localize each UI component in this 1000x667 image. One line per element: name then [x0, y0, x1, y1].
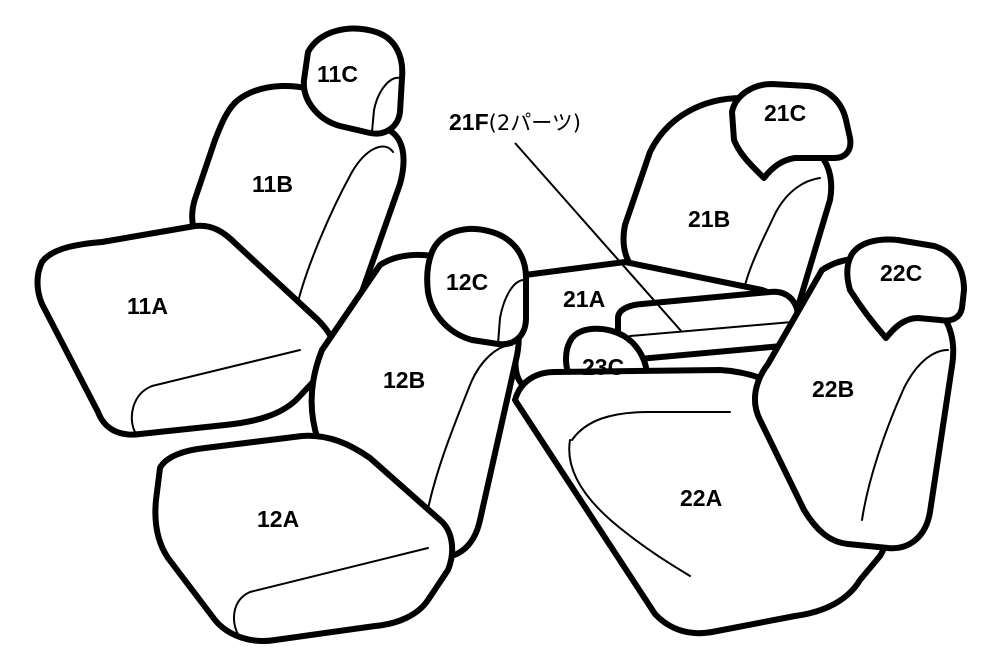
part-labels: 11C 11B 11A 12C 12B 12A 21C 21B 21A 23C …: [127, 61, 922, 532]
label-11A: 11A: [127, 293, 168, 319]
label-12B: 12B: [383, 367, 425, 393]
callout-21F-code: 21F: [449, 109, 489, 135]
label-21C: 21C: [764, 100, 806, 126]
label-21A: 21A: [563, 286, 605, 312]
part-21B-side-seam: [743, 177, 821, 291]
part-12A-front-seam: [233, 547, 429, 639]
label-11B: 11B: [252, 171, 293, 197]
part-11A-front-seam: [130, 349, 301, 433]
label-12C: 12C: [446, 269, 488, 295]
part-11C-shape: [300, 25, 406, 137]
callout-21F-leader-line: [514, 142, 683, 333]
callout-21F-text: 21F(2パーツ): [449, 109, 581, 135]
label-12A: 12A: [257, 506, 299, 532]
part-12A-shape: [152, 432, 456, 644]
label-22A: 22A: [680, 485, 722, 511]
label-23C: 23C: [582, 354, 624, 380]
label-22C: 22C: [880, 260, 922, 286]
part-22A-side-seam: [571, 411, 731, 441]
part-22C-shape: [844, 236, 967, 341]
seat-11: [34, 25, 407, 438]
part-11C-side-seam: [371, 76, 401, 133]
part-22A-front-seam: [568, 439, 691, 577]
seat-12: [152, 225, 529, 644]
callout-21F-note: (2パーツ): [489, 111, 581, 135]
label-21B: 21B: [688, 206, 730, 232]
part-21C-shape: [729, 81, 854, 181]
label-22B: 22B: [812, 376, 854, 402]
callout-21F: 21F(2パーツ): [449, 109, 683, 333]
part-22B-side-seam: [861, 349, 949, 521]
part-12B-side-seam: [424, 344, 513, 526]
part-21F-top-seam: [629, 321, 793, 337]
label-11C: 11C: [317, 61, 358, 87]
seat-22: [512, 236, 967, 637]
part-12C-side-seam: [497, 279, 525, 345]
part-11A-shape: [34, 222, 338, 438]
